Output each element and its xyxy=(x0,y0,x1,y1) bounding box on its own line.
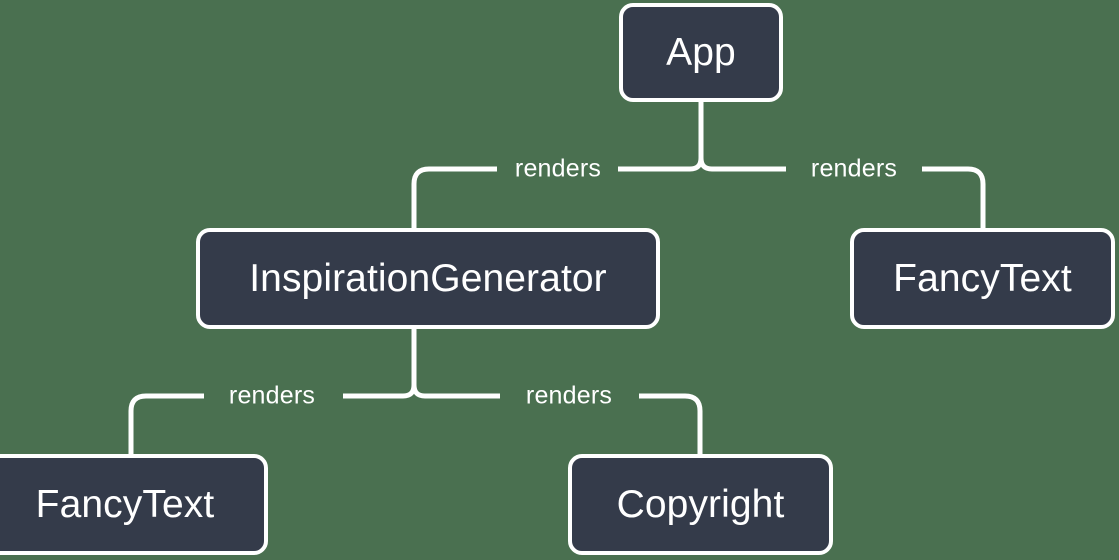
node-fancytext-right[interactable]: FancyText xyxy=(850,228,1115,329)
edge-inspiration-to-copyright-2 xyxy=(639,393,703,456)
edge-inspiration-stem-right xyxy=(411,329,426,399)
node-fancytext-right-label: FancyText xyxy=(893,257,1072,300)
node-copyright[interactable]: Copyright xyxy=(568,454,833,555)
node-copyright-label: Copyright xyxy=(616,483,785,526)
edge-app-to-fancytext-right-2 xyxy=(922,166,986,230)
node-inspiration-generator-label: InspirationGenerator xyxy=(249,257,607,300)
node-app-label: App xyxy=(666,31,736,74)
edge-app-stem xyxy=(689,102,704,172)
node-app[interactable]: App xyxy=(619,3,783,102)
node-fancytext-left[interactable]: FancyText xyxy=(0,454,268,555)
edge-app-stem-right xyxy=(698,102,713,172)
edge-label-inspiration-generator-to-fancytext-left: renders xyxy=(228,381,316,410)
edge-label-app-to-inspiration-generator: renders xyxy=(514,154,602,183)
edge-label-app-to-fancytext-right: renders xyxy=(810,154,898,183)
edge-app-to-inspiration-2 xyxy=(411,166,497,230)
edge-inspiration-stem xyxy=(402,329,417,399)
node-fancytext-left-label: FancyText xyxy=(35,483,215,526)
node-inspiration-generator[interactable]: InspirationGenerator xyxy=(196,228,660,329)
edge-label-inspiration-generator-to-copyright: renders xyxy=(525,381,613,410)
edge-inspiration-to-fancytext-left-2 xyxy=(128,393,204,456)
